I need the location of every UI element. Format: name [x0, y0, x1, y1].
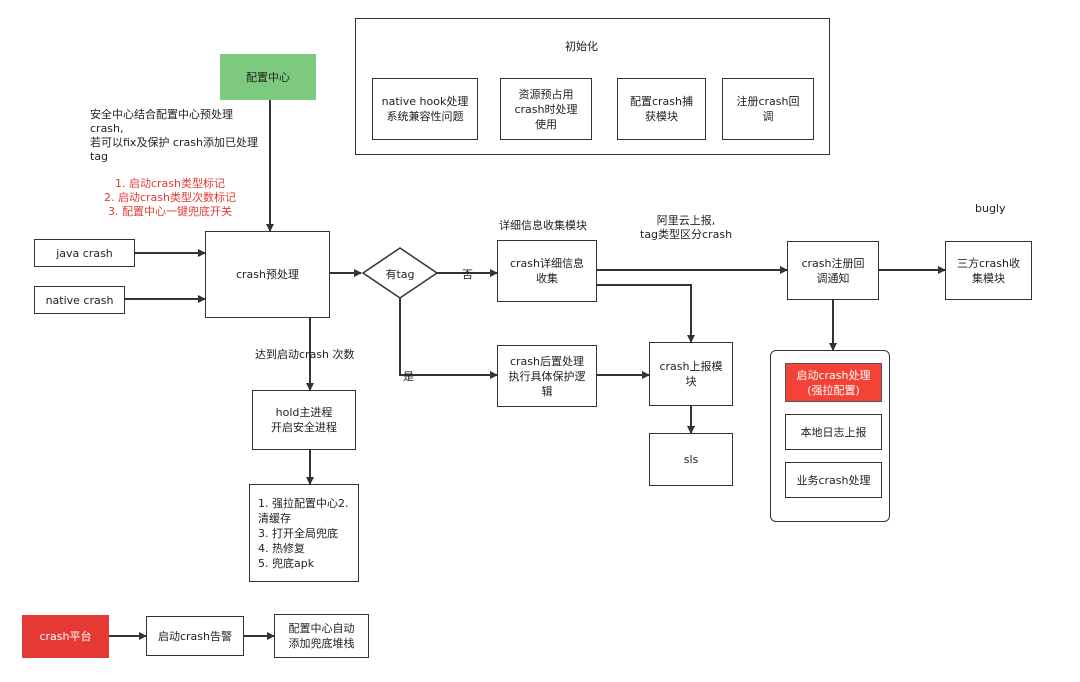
third-party-box: 三方crash收 集模块 [945, 241, 1032, 300]
config-description: 安全中心结合配置中心预处理 crash, 若可以fix及保护 crash添加已处… [90, 108, 258, 163]
report-module-box: crash上报模 块 [649, 342, 733, 406]
crash-preprocess-box: crash预处理 [205, 231, 330, 318]
bugly-label: bugly [975, 202, 1006, 215]
init-config-capture: 配置crash捕 获模块 [617, 78, 706, 140]
startup-crash-handle-box: 启动crash处理 (强拉配置) [785, 363, 882, 402]
startup-crash-alert-box: 启动crash告警 [146, 616, 244, 656]
hold-process-box: hold主进程 开启安全进程 [252, 390, 356, 450]
init-native-hook: native hook处理 系统兼容性问题 [372, 78, 478, 140]
native-crash-box: native crash [34, 286, 125, 314]
aliyun-report-label: 阿里云上报, tag类型区分crash [640, 214, 733, 241]
business-crash-handle-box: 业务crash处理 [785, 462, 882, 498]
java-crash-box: java crash [34, 239, 135, 267]
arrow-detail-to-report [597, 284, 695, 343]
sls-box: sls [649, 433, 733, 486]
init-container [355, 18, 830, 155]
post-process-box: crash后置处理 执行具体保护逻 辑 [497, 345, 597, 407]
reach-threshold-label: 达到启动crash 次数 [255, 348, 355, 361]
handlers-container [770, 350, 890, 522]
decision-label: 有tag [385, 268, 415, 281]
init-title: 初始化 [565, 40, 598, 53]
safe-steps-box: 1. 强拉配置中心2. 清缓存 3. 打开全局兜底 4. 热修复 5. 兜底ap… [249, 484, 359, 582]
init-register-callback: 注册crash回 调 [722, 78, 814, 140]
config-center-box: 配置中心 [220, 54, 316, 100]
config-marks: 1. 启动crash类型标记 2. 启动crash类型次数标记 3. 配置中心一… [104, 177, 237, 218]
yes-label: 是 [403, 370, 414, 383]
arrow-decision-to-post [399, 298, 498, 379]
init-resource-preoccupy: 资源预占用 crash时处理 使用 [500, 78, 592, 140]
register-callback-box: crash注册回 调通知 [787, 241, 879, 300]
decision-diamond [361, 247, 439, 299]
local-log-report-box: 本地日志上报 [785, 414, 882, 450]
no-label: 否 [462, 268, 473, 281]
auto-add-stack-box: 配置中心自动 添加兜底堆栈 [274, 614, 369, 658]
crash-platform-box: crash平台 [22, 615, 109, 658]
detail-module-label: 详细信息收集模块 [499, 219, 587, 232]
detail-collect-box: crash详细信息 收集 [497, 240, 597, 302]
